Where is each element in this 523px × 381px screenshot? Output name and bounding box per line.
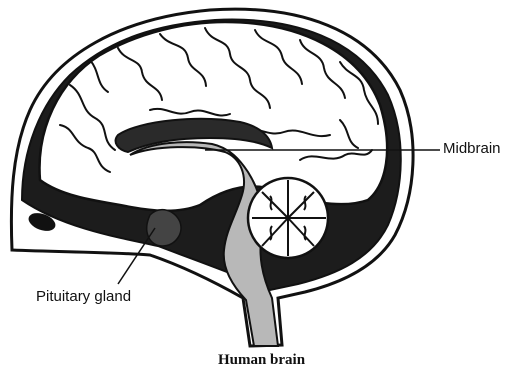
midbrain-label: Midbrain xyxy=(443,140,501,157)
pituitary-gland xyxy=(147,210,181,246)
pituitary-gland-label: Pituitary gland xyxy=(36,288,131,305)
diagram-caption: Human brain xyxy=(0,352,523,369)
